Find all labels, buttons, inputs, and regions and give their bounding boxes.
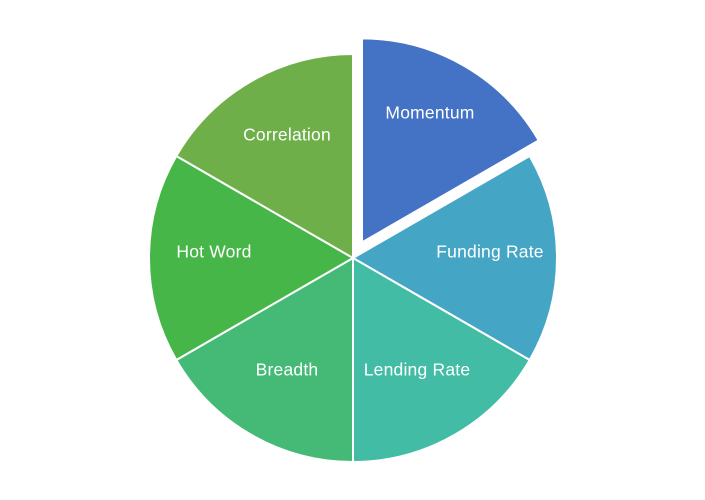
pie-slice-hot-word[interactable] [147, 155, 354, 361]
pie-slice-label-breadth: Breadth [256, 360, 319, 380]
pie-slice-label-funding-rate: Funding Rate [436, 242, 543, 262]
pie-slice-breadth[interactable] [175, 257, 354, 463]
pie-slice-label-momentum: Momentum [385, 103, 474, 123]
pie-slice-momentum[interactable] [361, 37, 540, 244]
pie-slice-label-hot-word: Hot Word [176, 242, 251, 262]
pie-slice-label-lending-rate: Lending Rate [364, 360, 471, 380]
pie-slice-label-correlation: Correlation [243, 125, 331, 145]
pie-slice-correlation[interactable] [175, 53, 354, 259]
pie-slice-lending-rate[interactable] [352, 257, 531, 463]
pie-slice-group [147, 37, 559, 463]
pie-slice-funding-rate[interactable] [352, 155, 559, 361]
